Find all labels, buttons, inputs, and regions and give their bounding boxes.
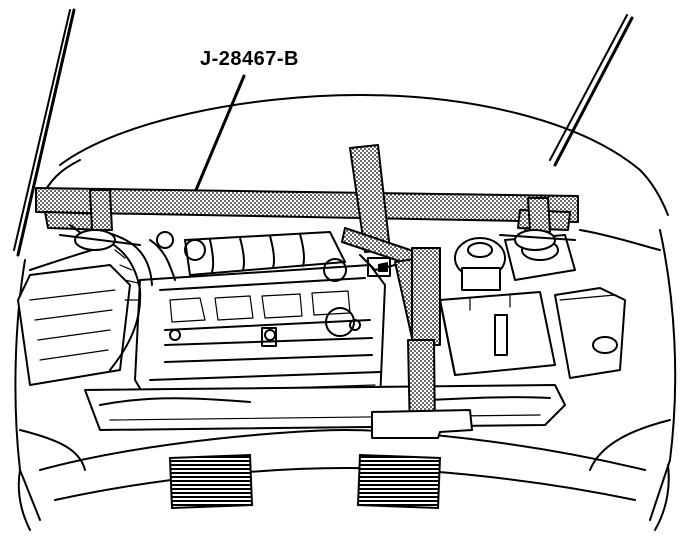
radiator-support xyxy=(84,384,566,431)
intake-manifold xyxy=(156,231,347,282)
fixture-base-plate xyxy=(371,409,473,439)
grille-openings xyxy=(168,453,442,510)
engine-block xyxy=(134,264,386,406)
battery xyxy=(439,291,556,376)
fixture-clamp-feet xyxy=(59,229,576,251)
tool-number-callout: J-28467-B xyxy=(200,48,300,70)
wiring-harness-left xyxy=(94,231,176,371)
front-fascia xyxy=(17,429,670,531)
hood-prop-rods xyxy=(13,8,634,257)
coolant-reservoir xyxy=(554,287,626,379)
callout-leader-line xyxy=(194,74,246,192)
fender-outlines xyxy=(14,229,677,521)
air-cleaner-housing xyxy=(17,264,131,386)
